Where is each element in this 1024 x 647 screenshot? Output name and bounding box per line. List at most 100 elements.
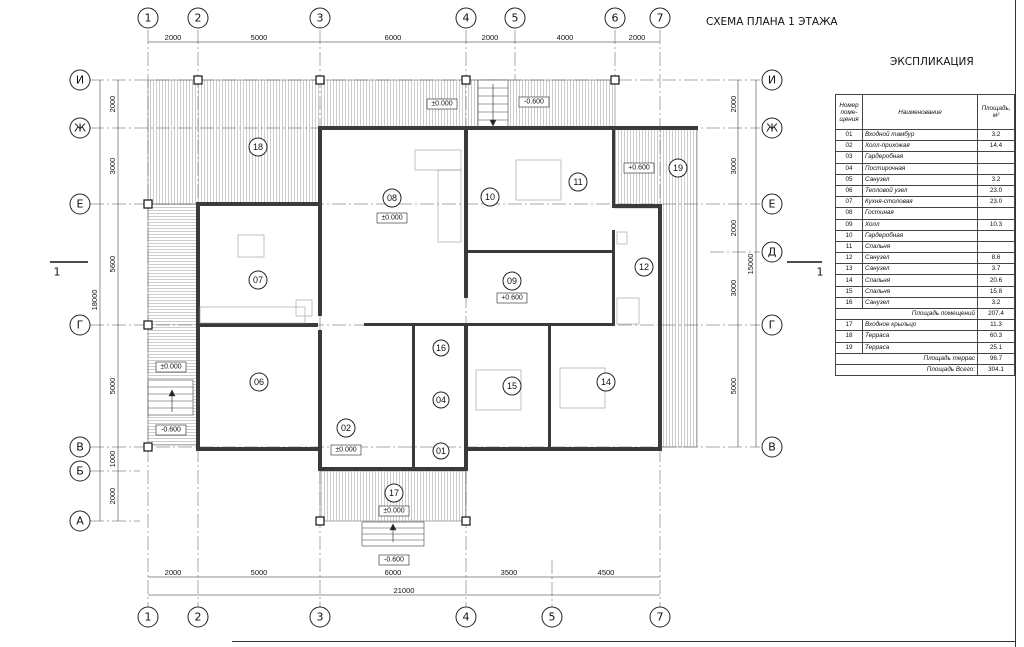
svg-text:4: 4 — [463, 611, 470, 624]
level-marks: ±0.000 -0.600 +0.600 +0.600 ±0.000 ±0.00… — [155, 96, 655, 566]
walls — [196, 126, 698, 471]
terrace-19 — [614, 127, 698, 448]
svg-text:+0.600: +0.600 — [628, 165, 650, 172]
svg-text:И: И — [768, 74, 776, 87]
summary-value: 304.1 — [977, 363, 1015, 377]
axis-bubbles-bottom: 1 2 3 4 5 7 — [137, 606, 671, 628]
svg-text:±0.000: ±0.000 — [335, 447, 356, 454]
plan-title: СХЕМА ПЛАНА 1 ЭТАЖА — [706, 16, 838, 28]
svg-text:±0.000: ±0.000 — [431, 101, 452, 108]
svg-text:5000: 5000 — [108, 378, 117, 395]
svg-text:10: 10 — [485, 192, 495, 202]
row-name: Спальня — [862, 274, 978, 287]
svg-text:5000: 5000 — [251, 568, 268, 577]
row-name: Санузел — [862, 252, 978, 265]
summary-label: Площадь помещений — [835, 307, 978, 321]
row-name: Входной тамбур — [862, 128, 978, 142]
terrace-18 — [147, 79, 616, 446]
dims-right: 2000 3000 2000 3000 5000 15000 — [729, 96, 755, 395]
row-area: 14.4 — [977, 140, 1015, 153]
svg-text:16: 16 — [436, 343, 446, 353]
section-mark-left: 1 — [50, 261, 88, 279]
dims-bottom: 2000 5000 6000 3500 4500 21000 — [165, 568, 615, 595]
svg-text:15: 15 — [507, 381, 517, 391]
svg-text:2000: 2000 — [165, 33, 182, 42]
svg-text:Г: Г — [769, 319, 776, 332]
axis-bubbles-right: И Ж Е Д Г В — [761, 69, 783, 458]
row-number: 16 — [835, 296, 863, 310]
svg-text:2: 2 — [195, 12, 202, 25]
summary-label: Площадь Всего: — [835, 363, 978, 377]
svg-text:Е: Е — [77, 198, 84, 211]
row-number: 14 — [835, 274, 863, 287]
svg-text:6: 6 — [612, 12, 619, 25]
svg-text:+0.600: +0.600 — [501, 295, 523, 302]
svg-text:4: 4 — [463, 12, 470, 25]
row-area — [977, 151, 1015, 164]
row-name: Спальня — [862, 240, 978, 254]
svg-text:А: А — [76, 515, 84, 528]
svg-text:11: 11 — [573, 177, 582, 187]
stairs — [147, 79, 509, 547]
svg-text:04: 04 — [436, 395, 446, 405]
svg-text:18: 18 — [253, 142, 263, 152]
svg-text:2000: 2000 — [165, 568, 182, 577]
svg-text:02: 02 — [341, 423, 351, 433]
row-number: 15 — [835, 285, 863, 298]
row-name: Постирочная — [862, 162, 978, 175]
svg-text:2000: 2000 — [108, 96, 117, 113]
row-number: 17 — [835, 319, 863, 332]
row-number: 09 — [835, 218, 863, 231]
svg-text:Д: Д — [768, 246, 777, 259]
svg-text:17: 17 — [389, 488, 399, 498]
svg-text:3: 3 — [317, 611, 324, 624]
dims-top: 2000 5000 6000 2000 4000 2000 — [165, 33, 646, 42]
row-name: Гардеробная — [862, 151, 978, 164]
svg-text:21000: 21000 — [394, 586, 415, 595]
row-name: Терраса — [862, 330, 978, 343]
row-name: Холл — [862, 218, 978, 231]
svg-text:В: В — [768, 441, 776, 454]
svg-text:Ж: Ж — [74, 122, 86, 135]
svg-text:2000: 2000 — [629, 33, 646, 42]
row-name: Спальня — [862, 285, 978, 298]
svg-text:1000: 1000 — [108, 451, 117, 468]
row-name: Холл-прихожая — [862, 140, 978, 153]
row-area: 25.1 — [977, 341, 1015, 354]
row-area — [977, 240, 1015, 254]
svg-text:19: 19 — [673, 163, 683, 173]
row-name: Гостиная — [862, 207, 978, 220]
row-number: 11 — [835, 240, 863, 254]
axis-bubbles-left: И Ж Е Г В Б А — [69, 69, 91, 532]
svg-text:-0.600: -0.600 — [161, 427, 181, 434]
row-area — [977, 162, 1015, 175]
row-area: 3.2 — [977, 173, 1015, 186]
row-name: Терраса — [862, 341, 978, 354]
row-number: 10 — [835, 229, 863, 242]
svg-text:±0.000: ±0.000 — [381, 215, 402, 222]
row-name: Санузел — [862, 173, 978, 186]
row-area: 3.7 — [977, 263, 1015, 276]
row-area: 3.2 — [977, 128, 1015, 142]
sheet-border-right — [1015, 0, 1016, 647]
row-area — [977, 229, 1015, 242]
svg-text:3000: 3000 — [108, 158, 117, 175]
row-number: 18 — [835, 330, 863, 343]
row-area: 60.3 — [977, 330, 1015, 343]
svg-text:15000: 15000 — [746, 254, 755, 275]
svg-text:4500: 4500 — [598, 568, 615, 577]
svg-text:3000: 3000 — [729, 280, 738, 297]
